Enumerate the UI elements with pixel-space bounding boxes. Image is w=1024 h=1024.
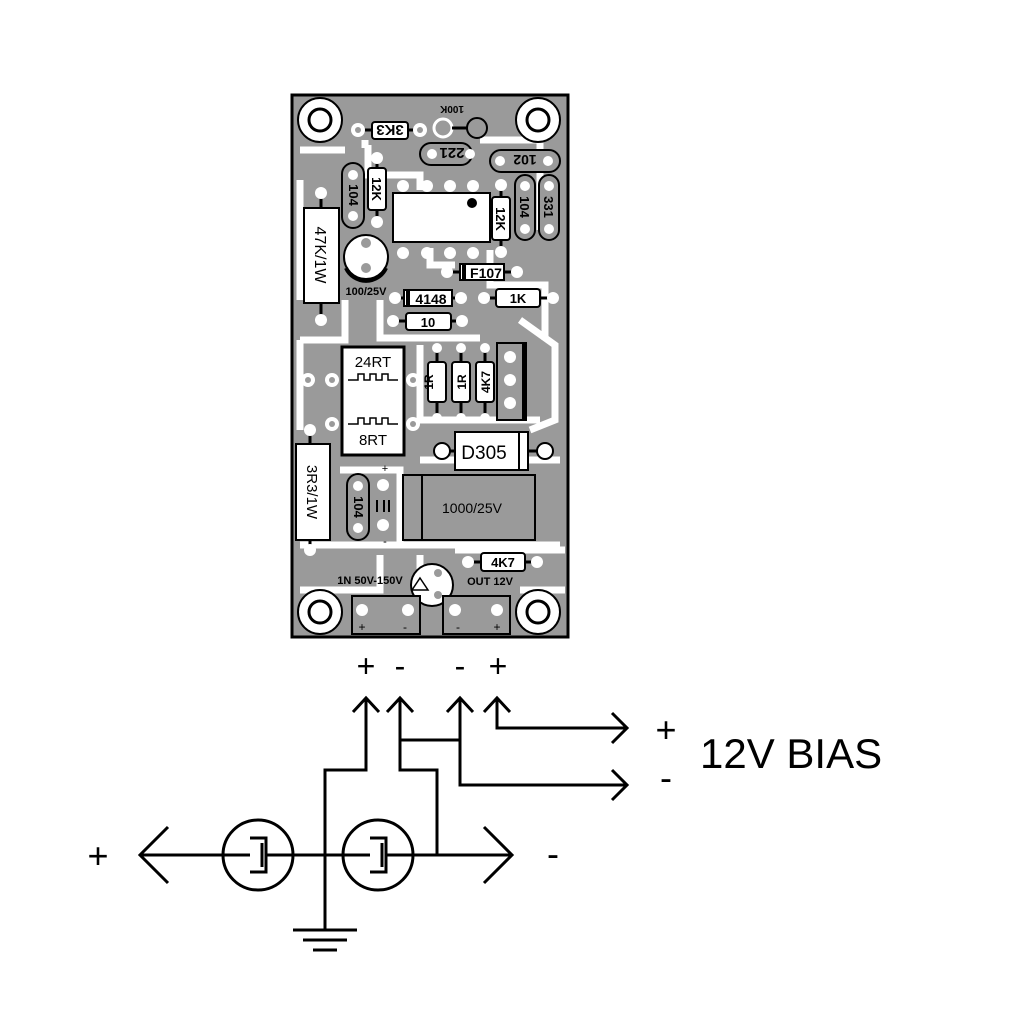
svg-text:+: + xyxy=(357,648,376,684)
svg-text:1R: 1R xyxy=(455,374,469,390)
svg-text:-: - xyxy=(456,620,460,634)
resistor-1k: 1K xyxy=(478,288,559,308)
input-device-right xyxy=(341,818,415,892)
mounting-hole-top-left xyxy=(297,97,343,143)
svg-text:8RT: 8RT xyxy=(359,432,387,449)
ic-dip8 xyxy=(392,180,491,259)
svg-text:1000/25V: 1000/25V xyxy=(442,500,503,516)
svg-text:F107: F107 xyxy=(470,265,502,281)
svg-text:-: - xyxy=(395,648,406,684)
svg-text:+: + xyxy=(382,463,388,475)
input-minus-label: - xyxy=(547,833,559,874)
capacitor-small-polarized: + - xyxy=(376,463,390,548)
svg-text:D305: D305 xyxy=(461,443,506,464)
mounting-hole-bottom-left xyxy=(297,589,343,635)
svg-text:+: + xyxy=(358,620,365,634)
capacitor-1000-25v: 1000/25V xyxy=(402,474,536,541)
svg-text:1R: 1R xyxy=(422,374,436,390)
mounting-hole-bottom-right xyxy=(515,589,561,635)
input-terminal: + - xyxy=(351,595,421,635)
resistor-47k-1w: 47K/1W xyxy=(303,187,340,326)
svg-text:47K/1W: 47K/1W xyxy=(311,227,328,285)
svg-text:12K: 12K xyxy=(493,207,508,231)
svg-text:-: - xyxy=(383,536,387,548)
svg-text:24RT: 24RT xyxy=(355,354,391,371)
capacitor-100-25v: 100/25V xyxy=(343,234,389,298)
capacitor-104-a: 104 xyxy=(341,162,365,229)
bias-label: 12V BIAS xyxy=(700,730,882,777)
svg-text:4148: 4148 xyxy=(415,291,446,307)
resistor-4k7-a: 4K7 xyxy=(475,343,495,423)
capacitor-102: 102 xyxy=(489,149,561,173)
resistor-1r-a: 1R xyxy=(422,343,447,423)
resistor-10: 10 xyxy=(387,312,468,331)
mounting-hole-top-right xyxy=(515,97,561,143)
capacitor-104-b: 104 xyxy=(514,174,536,241)
svg-text:221: 221 xyxy=(439,144,464,161)
wiring-lines xyxy=(137,695,630,952)
capacitor-221: 221 xyxy=(419,142,475,166)
terminal-labels: + - - + xyxy=(357,648,508,684)
resistor-3k3: 3K3 xyxy=(351,121,427,140)
resistor-3r3-1w: 3R3/1W xyxy=(295,424,331,556)
svg-text:100/25V: 100/25V xyxy=(346,286,388,298)
three-pin-header xyxy=(496,342,527,421)
resistor-12k-a: 12K xyxy=(367,152,387,228)
trimmer-100k: 100K xyxy=(432,103,488,139)
svg-text:104: 104 xyxy=(351,496,366,518)
svg-text:1K: 1K xyxy=(510,291,527,306)
svg-text:10: 10 xyxy=(421,315,435,330)
svg-text:104: 104 xyxy=(346,184,361,206)
svg-text:3R3/1W: 3R3/1W xyxy=(303,465,320,520)
svg-text:+: + xyxy=(493,620,500,634)
svg-text:100K: 100K xyxy=(439,103,464,114)
bias-plus-label: + xyxy=(655,709,676,750)
bias-minus-label: - xyxy=(660,757,672,798)
svg-text:12K: 12K xyxy=(369,177,384,201)
svg-text:3K3: 3K3 xyxy=(376,121,404,138)
svg-text:+: + xyxy=(489,648,508,684)
transformer: 24RT 8RT xyxy=(301,345,420,457)
resistor-4k7-b: 4K7 xyxy=(462,552,543,572)
svg-text:331: 331 xyxy=(541,196,556,218)
svg-text:-: - xyxy=(455,648,466,684)
input-device-left xyxy=(221,818,295,892)
svg-text:4K7: 4K7 xyxy=(479,371,493,393)
svg-text:-: - xyxy=(403,620,407,634)
out-12v-label: OUT 12V xyxy=(467,576,514,588)
output-terminal: - + xyxy=(442,595,511,635)
diode-f107: F107 xyxy=(441,263,523,281)
diode-d305: D305 xyxy=(433,431,554,471)
svg-text:1N 50V-150V: 1N 50V-150V xyxy=(337,575,403,587)
svg-text:104: 104 xyxy=(517,196,532,218)
svg-text:102: 102 xyxy=(513,152,537,168)
diode-1n4148: 4148 xyxy=(389,289,467,307)
input-plus-label: + xyxy=(87,835,108,876)
resistor-1r-b: 1R xyxy=(451,343,471,423)
capacitor-331: 331 xyxy=(538,174,560,241)
svg-text:4K7: 4K7 xyxy=(491,555,515,570)
capacitor-104-c: 104 xyxy=(346,473,370,541)
resistor-12k-b: 12K xyxy=(491,179,511,258)
